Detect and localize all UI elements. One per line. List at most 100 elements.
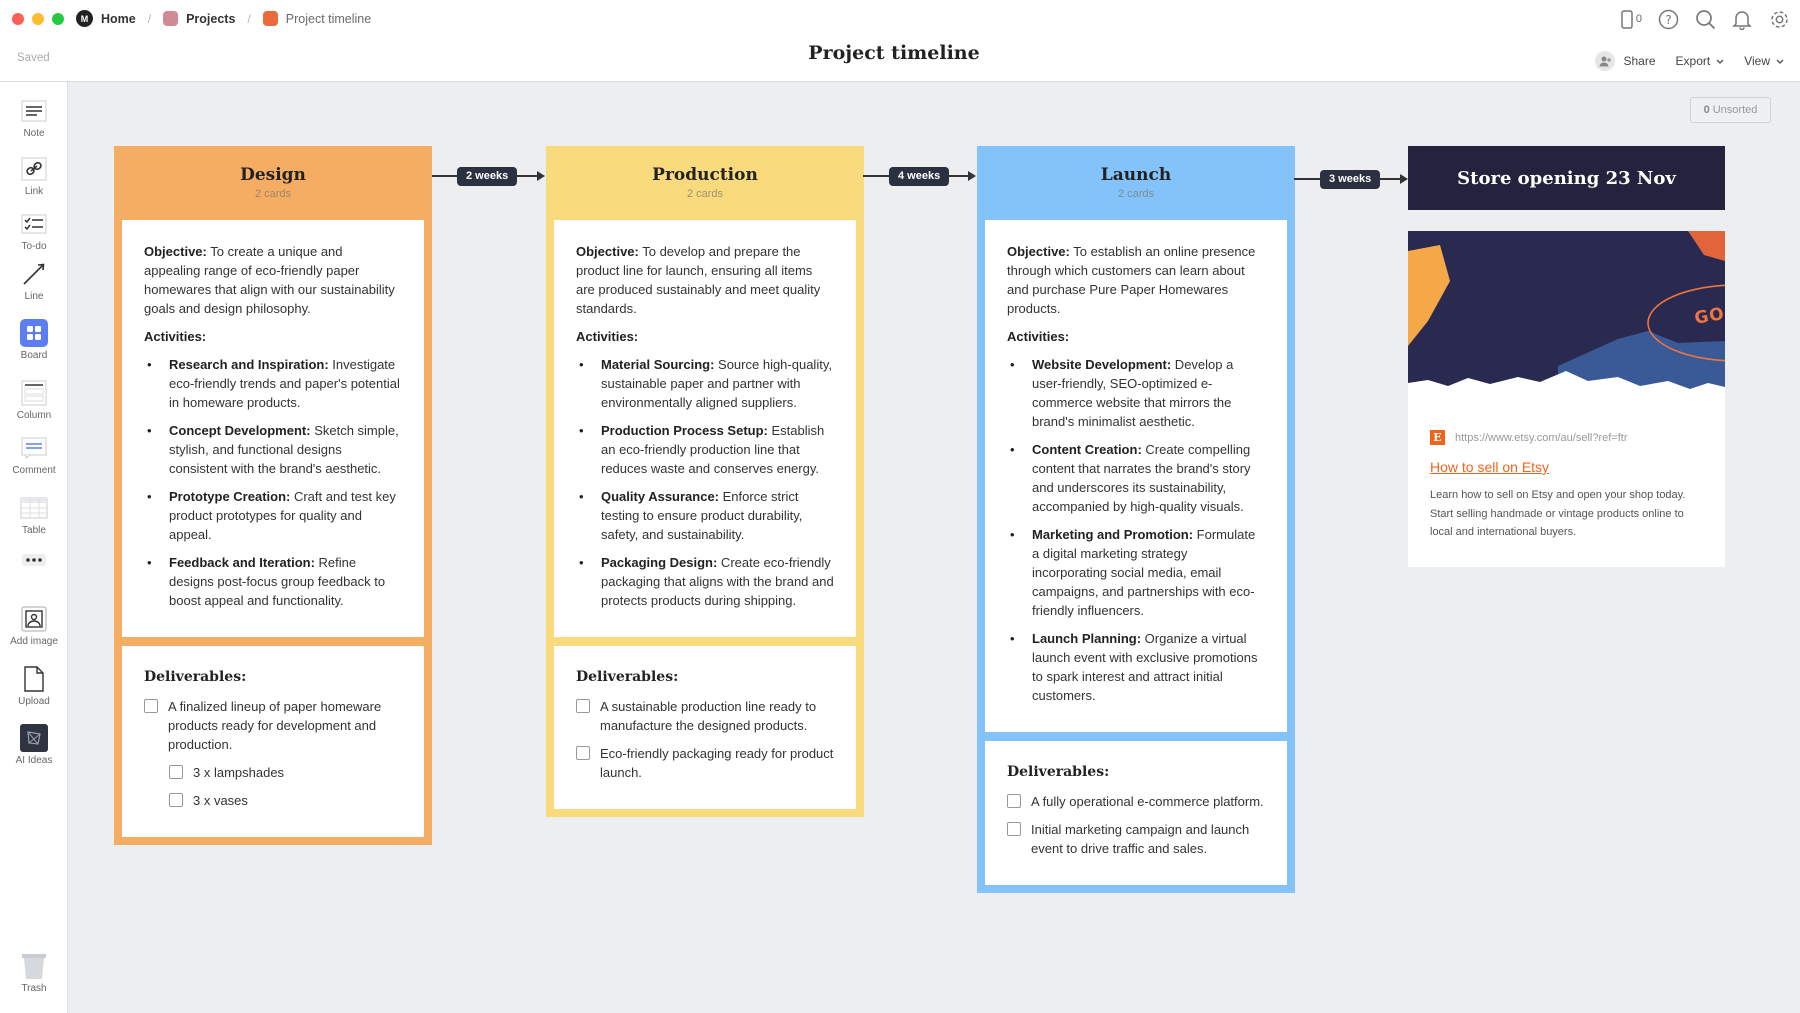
top-actions: Share Export View	[1595, 51, 1784, 71]
activities-heading: Activities:	[576, 329, 639, 344]
objective-text: Objective: To create a unique and appeal…	[144, 244, 395, 316]
window-controls	[12, 13, 64, 25]
column-card-count: 2 cards	[1117, 188, 1155, 200]
tool-todo[interactable]: To-do	[0, 210, 68, 252]
maximize-window-button[interactable]	[52, 13, 64, 25]
activity-item: Quality Assurance: Enforce strict testin…	[576, 487, 834, 544]
trash-icon	[20, 952, 48, 980]
tool-trash[interactable]: Trash	[0, 952, 68, 994]
saved-status: Saved	[17, 52, 50, 64]
projects-icon	[163, 11, 179, 26]
store-opening-card[interactable]: Store opening 23 Nov	[1408, 146, 1725, 210]
column-header[interactable]: Production 2 cards	[554, 146, 856, 220]
link-preview-image: GO LIVE!	[1408, 231, 1725, 409]
checkbox[interactable]	[576, 746, 590, 760]
close-window-button[interactable]	[12, 13, 24, 25]
top-icons: 0 ?	[1620, 8, 1790, 30]
search-icon[interactable]	[1694, 8, 1716, 30]
help-icon[interactable]: ?	[1657, 8, 1679, 30]
activities-list: Research and Inspiration: Investigate ec…	[144, 355, 402, 610]
note-icon	[20, 97, 48, 125]
tool-comment[interactable]: Comment	[0, 434, 68, 476]
page-title[interactable]: Project timeline	[808, 42, 980, 64]
share-button[interactable]: Share	[1595, 51, 1656, 71]
deliverables-card[interactable]: Deliverables:A finalized lineup of paper…	[122, 646, 424, 837]
column-card-count: 2 cards	[686, 188, 724, 200]
objective-text: Objective: To establish an online presen…	[1007, 244, 1256, 316]
activity-item: Packaging Design: Create eco-friendly pa…	[576, 553, 834, 610]
tool-line[interactable]: Line	[0, 260, 68, 302]
link-card[interactable]: GO LIVE! E https://www.etsy.com/au/sell?…	[1408, 231, 1725, 567]
column-title: Production	[652, 165, 758, 185]
deliverables-card[interactable]: Deliverables:A fully operational e-comme…	[985, 741, 1287, 885]
link-card-body: E https://www.etsy.com/au/sell?ref=ftr H…	[1430, 430, 1703, 542]
activity-item: Feedback and Iteration: Refine designs p…	[144, 553, 402, 610]
activity-item: Launch Planning: Organize a virtual laun…	[1007, 629, 1265, 705]
link-title[interactable]: How to sell on Etsy	[1430, 459, 1550, 475]
objective-card[interactable]: Objective: To establish an online presen…	[985, 220, 1287, 732]
activities-heading: Activities:	[144, 329, 207, 344]
objective-card[interactable]: Objective: To develop and prepare the pr…	[554, 220, 856, 637]
activity-item: Content Creation: Create compelling cont…	[1007, 440, 1265, 516]
objective-card[interactable]: Objective: To create a unique and appeal…	[122, 220, 424, 637]
deliverables-card[interactable]: Deliverables:A sustainable production li…	[554, 646, 856, 809]
gear-icon[interactable]	[1768, 8, 1790, 30]
activity-item: Material Sourcing: Source high-quality, …	[576, 355, 834, 412]
minimize-window-button[interactable]	[32, 13, 44, 25]
tool-column[interactable]: Column	[0, 379, 68, 421]
breadcrumb-projects[interactable]: Projects	[163, 11, 235, 26]
activities-list: Website Development: Develop a user-frie…	[1007, 355, 1265, 705]
breadcrumb-home[interactable]: M Home	[76, 10, 136, 27]
device-count: 0	[1635, 13, 1642, 25]
checkbox[interactable]	[169, 793, 183, 807]
duration-label[interactable]: 2 weeks	[457, 167, 518, 186]
activity-item: Prototype Creation: Craft and test key p…	[144, 487, 402, 544]
chevron-down-icon	[1716, 59, 1724, 64]
column-card-count: 2 cards	[254, 188, 292, 200]
column-header[interactable]: Launch 2 cards	[985, 146, 1287, 220]
tool-table[interactable]: Table	[0, 494, 68, 536]
column-title: Launch	[1100, 165, 1172, 185]
link-icon	[20, 155, 48, 183]
checkbox[interactable]	[576, 699, 590, 713]
column-icon	[20, 379, 48, 407]
tool-add-image[interactable]: Add image	[0, 605, 68, 647]
link-url: E https://www.etsy.com/au/sell?ref=ftr	[1430, 430, 1703, 445]
tool-note[interactable]: Note	[0, 97, 68, 139]
todo-icon	[20, 210, 48, 238]
export-dropdown[interactable]: Export	[1676, 54, 1725, 68]
device-icon	[1620, 8, 1634, 30]
checkbox[interactable]	[144, 699, 158, 713]
activity-item: Website Development: Develop a user-frie…	[1007, 355, 1265, 431]
activity-item: Research and Inspiration: Investigate ec…	[144, 355, 402, 412]
checkbox[interactable]	[1007, 794, 1021, 808]
tool-upload[interactable]: Upload	[0, 665, 68, 707]
link-description: Learn how to sell on Etsy and open your …	[1430, 489, 1686, 538]
view-dropdown[interactable]: View	[1744, 54, 1784, 68]
duration-label[interactable]: 3 weeks	[1320, 170, 1381, 189]
deliverable-item: A fully operational e-commerce platform.	[1007, 792, 1265, 811]
tool-link[interactable]: Link	[0, 155, 68, 197]
checkbox[interactable]	[169, 765, 183, 779]
tool-board[interactable]: Board	[0, 319, 68, 361]
tool-more[interactable]	[0, 552, 68, 571]
table-icon	[20, 494, 48, 522]
unsorted-button[interactable]: 0 Unsorted	[1690, 97, 1771, 123]
bell-icon[interactable]	[1731, 8, 1753, 30]
activities-list: Material Sourcing: Source high-quality, …	[576, 355, 834, 610]
duration-label[interactable]: 4 weeks	[889, 167, 950, 186]
deliverable-item: 3 x vases	[169, 791, 402, 810]
checkbox[interactable]	[1007, 822, 1021, 836]
breadcrumb-separator: /	[147, 11, 152, 26]
breadcrumb-current[interactable]: Project timeline	[262, 11, 371, 26]
home-logo-icon: M	[76, 10, 93, 27]
tool-ai-ideas[interactable]: AI Ideas	[0, 724, 68, 766]
more-icon	[20, 552, 48, 568]
activity-item: Concept Development: Sketch simple, styl…	[144, 421, 402, 478]
devices-button[interactable]: 0	[1620, 8, 1642, 30]
svg-text:?: ?	[1665, 13, 1671, 27]
